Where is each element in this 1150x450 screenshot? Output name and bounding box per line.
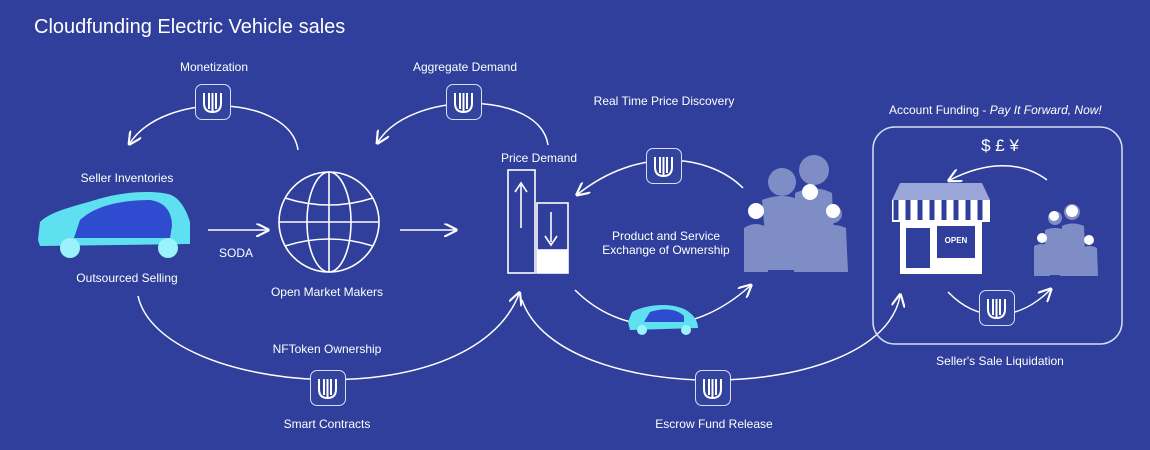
account-funding-text: Account Funding - bbox=[889, 103, 990, 117]
token-badge-smart-contracts bbox=[310, 370, 346, 406]
token-icon bbox=[987, 299, 1006, 320]
shop-open-sign: OPEN bbox=[944, 236, 968, 245]
token-icon bbox=[703, 379, 722, 400]
account-funding-box bbox=[872, 126, 1123, 345]
label-seller-inventories: Seller Inventories bbox=[80, 171, 174, 185]
label-open-market-makers: Open Market Makers bbox=[270, 285, 384, 299]
smart-contracts-arc bbox=[137, 294, 519, 381]
token-badge-escrow bbox=[695, 370, 731, 406]
ev-car-large bbox=[38, 192, 190, 258]
label-account-funding: Account Funding - Pay It Forward, Now! bbox=[889, 103, 1102, 117]
token-icon bbox=[318, 379, 337, 400]
funding-arc bbox=[950, 165, 1048, 180]
family-icon bbox=[744, 155, 848, 272]
label-smart-contracts: Smart Contracts bbox=[283, 417, 371, 431]
token-badge-liquidation bbox=[979, 290, 1015, 326]
diagram-title: Cloudfunding Electric Vehicle sales bbox=[34, 16, 346, 38]
label-product-service-1: Product and Service bbox=[611, 229, 721, 243]
label-product-service-2: Exchange of Ownership bbox=[602, 243, 730, 257]
token-badge-price bbox=[646, 148, 682, 184]
token-icon bbox=[654, 157, 673, 178]
label-nftoken-ownership: NFToken Ownership bbox=[272, 342, 382, 356]
label-aggregate-demand: Aggregate Demand bbox=[412, 60, 518, 74]
label-soda: SODA bbox=[218, 246, 254, 260]
globe-icon bbox=[278, 171, 380, 273]
escrow-arc bbox=[521, 296, 900, 381]
price-demand-chart bbox=[507, 169, 569, 274]
shop-icon bbox=[892, 183, 990, 274]
label-sellers-sale-liquidation: Seller's Sale Liquidation bbox=[936, 354, 1064, 368]
label-real-time-price: Real Time Price Discovery bbox=[593, 94, 735, 108]
token-icon bbox=[203, 93, 222, 114]
pay-it-forward-text: Pay It Forward, Now! bbox=[989, 103, 1102, 117]
family-icon-small bbox=[1034, 204, 1098, 276]
token-badge-monetization bbox=[195, 84, 231, 120]
ev-car-small bbox=[628, 305, 698, 335]
label-outsourced-selling: Outsourced Selling bbox=[76, 271, 178, 285]
label-price-demand: Price Demand bbox=[500, 151, 578, 165]
token-icon bbox=[454, 93, 473, 114]
token-badge-aggregate bbox=[446, 84, 482, 120]
currency-symbols: $ £ ¥ bbox=[981, 136, 1019, 155]
label-monetization: Monetization bbox=[179, 60, 249, 74]
label-escrow-fund-release: Escrow Fund Release bbox=[655, 417, 773, 431]
